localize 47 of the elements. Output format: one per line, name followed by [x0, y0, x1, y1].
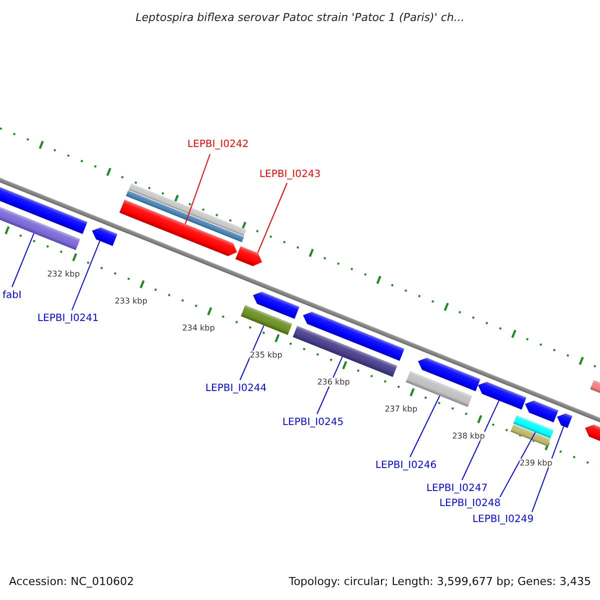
feature-bar — [126, 190, 244, 242]
gene-label: LEPBI_I0247 — [426, 483, 488, 495]
leader-line — [72, 240, 100, 310]
leader-line — [410, 395, 440, 458]
gene-feature — [478, 382, 526, 410]
genome-info-text: Topology: circular; Length: 3,599,677 bp; Genes: 3,435 — [288, 576, 591, 588]
leader-line — [257, 182, 288, 254]
leader-line — [532, 426, 564, 512]
feature-bar — [406, 371, 472, 407]
leader-line — [240, 324, 264, 380]
gene-feature — [235, 246, 262, 266]
gene-feature — [119, 200, 237, 256]
gene-feature — [303, 312, 404, 361]
gene-label: LEPBI_I0242 — [187, 139, 249, 151]
leader-line — [500, 432, 536, 498]
gene-label: LEPBI_I0249 — [472, 514, 534, 526]
gene-feature — [0, 186, 88, 234]
accession-text: Accession: NC_010602 — [9, 576, 134, 588]
feature-bar — [510, 424, 550, 446]
gene-label: LEPBI_I0244 — [205, 383, 267, 395]
scale-label: 237 kbp — [384, 404, 418, 414]
feature-bar — [292, 326, 398, 377]
gene-label: LEPBI_I0248 — [439, 498, 501, 510]
gene-feature — [525, 400, 558, 422]
gene-label: LEPBI_I0245 — [282, 417, 344, 429]
leader-line — [184, 154, 210, 224]
gene-feature — [253, 292, 300, 319]
chart-title: Leptospira biflexa serovar Patoc strain 'Patoc 1 (Paris)' ch... — [136, 12, 464, 24]
scale-label: 238 kbp — [452, 432, 485, 441]
scale-label: 236 kbp — [317, 378, 350, 387]
gene-label: LEPBI_I0243 — [259, 169, 321, 181]
feature-bar — [128, 184, 246, 236]
gene-label: fabI — [2, 290, 22, 302]
gene-feature — [557, 413, 572, 428]
feature-bar — [240, 305, 292, 335]
gene-label: LEPBI_I0241 — [37, 313, 99, 325]
scale-label: 234 kbp — [182, 324, 215, 333]
gene-feature — [418, 358, 480, 392]
leader-line — [462, 400, 500, 480]
gene-feature — [92, 227, 118, 246]
scale-label: 233 kbp — [114, 296, 148, 306]
gene-label: LEPBI_I0246 — [375, 460, 437, 472]
scale-label: 235 kbp — [250, 350, 282, 360]
scale-label: 239 kbp — [520, 458, 552, 468]
leader-line — [316, 356, 343, 414]
scale-label: 232 kbp — [47, 270, 80, 279]
feature-bar — [513, 415, 554, 438]
